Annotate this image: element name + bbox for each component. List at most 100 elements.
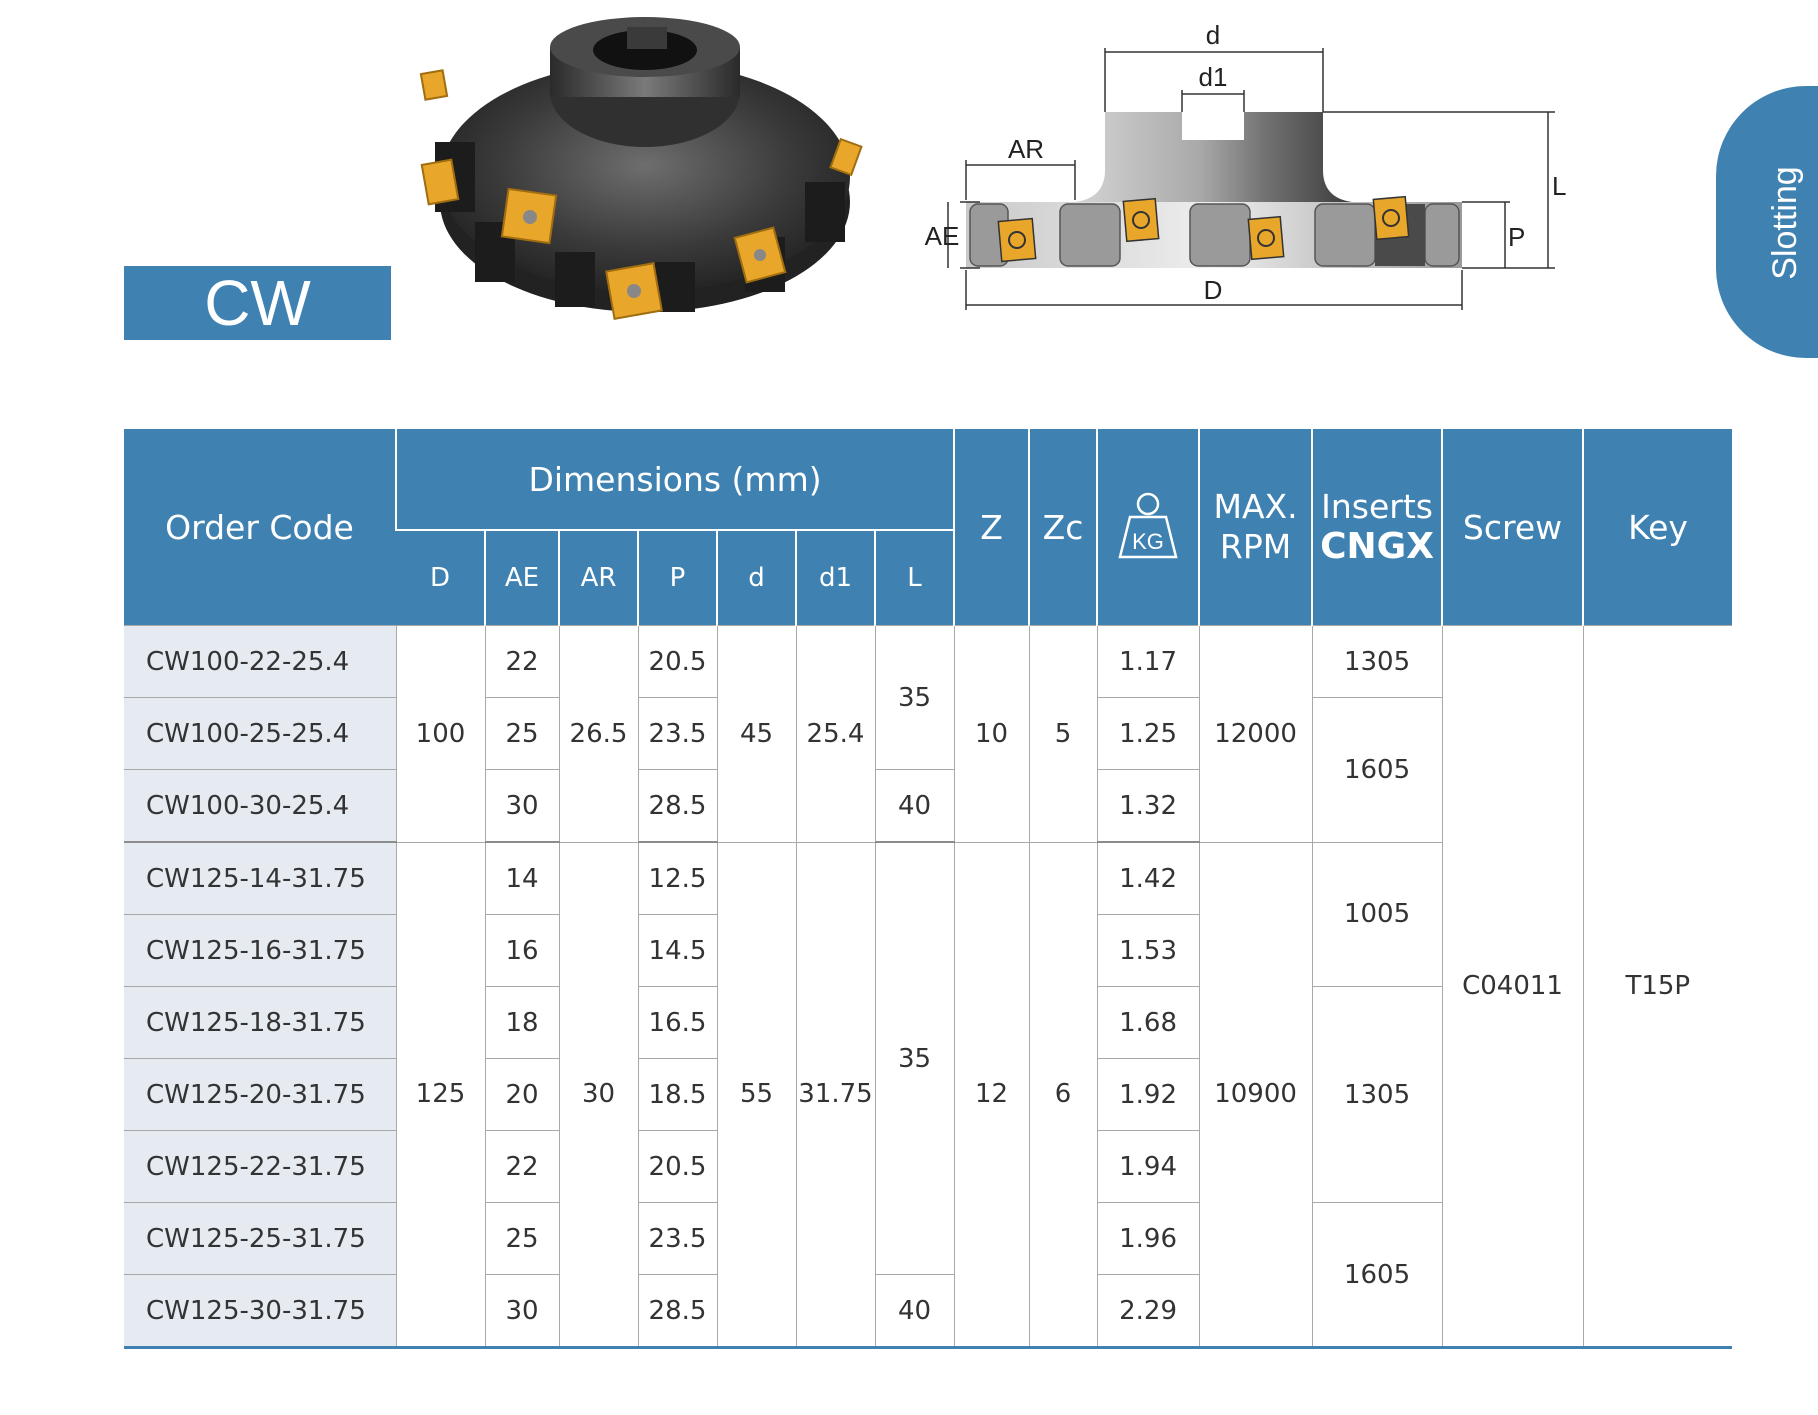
cell-AE: 25 bbox=[484, 697, 560, 770]
diagram-label-ar: AR bbox=[1008, 134, 1044, 164]
table-row: CW125-18-31.75 18 16.5 1.68 1305 bbox=[124, 986, 1732, 1203]
order-code: CW125-22-31.75 bbox=[124, 1130, 397, 1203]
cell-insert: 1605 bbox=[1311, 1202, 1443, 1348]
header-max-rpm: MAX. RPM bbox=[1198, 429, 1313, 626]
table-row: CW100-25-25.4 25 23.5 1.25 1605 bbox=[124, 697, 1732, 843]
order-code: CW125-16-31.75 bbox=[124, 914, 397, 987]
diagram-label-D: D bbox=[1204, 275, 1223, 305]
cell-kg: 1.92 bbox=[1096, 1058, 1200, 1131]
header-z: Z bbox=[953, 429, 1030, 626]
table-row: CW125-20-31.75 20 18.5 1.92 bbox=[124, 1058, 1732, 1131]
cell-kg: 1.53 bbox=[1096, 914, 1200, 987]
header-dim-P: P bbox=[637, 529, 717, 626]
cell-P: 20.5 bbox=[637, 1130, 718, 1203]
table-row: CW125-30-31.75 30 28.5 40 2.29 bbox=[124, 1274, 1732, 1348]
cell-L: 40 bbox=[874, 1274, 955, 1348]
cell-D: 100 bbox=[395, 625, 486, 843]
cell-rpm: 12000 bbox=[1198, 625, 1313, 843]
cell-P: 20.5 bbox=[637, 625, 718, 698]
diagram-label-d: d bbox=[1206, 20, 1220, 50]
cell-AE: 16 bbox=[484, 914, 560, 987]
product-title: CW bbox=[124, 266, 391, 340]
cell-AE: 20 bbox=[484, 1058, 560, 1131]
header-inserts: Inserts CNGX bbox=[1311, 429, 1443, 626]
cell-kg: 1.96 bbox=[1096, 1202, 1200, 1275]
header-max-rpm-line1: MAX. bbox=[1213, 487, 1298, 526]
order-code: CW100-25-25.4 bbox=[124, 697, 397, 770]
diagram-label-d1: d1 bbox=[1199, 62, 1228, 92]
cell-AR: 26.5 bbox=[558, 625, 639, 843]
header-order-code: Order Code bbox=[124, 429, 396, 626]
cell-Z: 10 bbox=[953, 625, 1030, 843]
header-screw: Screw bbox=[1441, 429, 1584, 626]
table-row: CW100-30-25.4 30 28.5 40 1.32 bbox=[124, 769, 1732, 843]
header-inserts-line2: CNGX bbox=[1320, 526, 1434, 567]
cell-L: 40 bbox=[874, 769, 955, 843]
cell-kg: 1.68 bbox=[1096, 986, 1200, 1059]
cell-key: T15P bbox=[1582, 625, 1733, 1348]
cell-kg: 1.32 bbox=[1096, 769, 1200, 843]
cell-P: 23.5 bbox=[637, 697, 718, 770]
order-code: CW125-20-31.75 bbox=[124, 1058, 397, 1131]
diagram-label-ae: AE bbox=[925, 221, 960, 251]
header-dimensions: Dimensions (mm) bbox=[394, 429, 955, 530]
cell-Z: 12 bbox=[953, 841, 1030, 1348]
side-tab-label: Slotting bbox=[1766, 166, 1804, 280]
cell-insert: 1305 bbox=[1311, 986, 1443, 1203]
diagram-label-p: P bbox=[1508, 222, 1525, 252]
table-row: CW100-22-25.4 100 22 26.5 20.5 45 25.4 3… bbox=[124, 625, 1733, 1348]
cell-P: 16.5 bbox=[637, 986, 718, 1059]
cell-insert: 1005 bbox=[1311, 841, 1443, 987]
cell-P: 14.5 bbox=[637, 914, 718, 987]
cell-P: 28.5 bbox=[637, 769, 718, 843]
cell-P: 18.5 bbox=[637, 1058, 718, 1131]
cell-Zc: 5 bbox=[1028, 625, 1098, 843]
cell-D: 125 bbox=[395, 841, 486, 1348]
cell-insert: 1305 bbox=[1311, 625, 1443, 698]
cell-d1: 25.4 bbox=[795, 625, 876, 843]
cell-AE: 22 bbox=[484, 1130, 560, 1203]
cell-AE: 14 bbox=[484, 841, 560, 915]
cell-P: 23.5 bbox=[637, 1202, 718, 1275]
table-row: CW125-22-31.75 22 20.5 1.94 bbox=[124, 1130, 1732, 1203]
header-zc: Zc bbox=[1028, 429, 1098, 626]
cell-P: 12.5 bbox=[637, 841, 718, 915]
header-dim-d: d bbox=[716, 529, 796, 626]
cell-d: 45 bbox=[716, 625, 797, 843]
cell-AE: 30 bbox=[484, 769, 560, 843]
header-dim-AE: AE bbox=[484, 529, 559, 626]
cell-kg: 1.42 bbox=[1096, 841, 1200, 915]
header-max-rpm-line2: RPM bbox=[1219, 527, 1292, 566]
cell-L: 35 bbox=[874, 625, 955, 770]
cell-d1: 31.75 bbox=[795, 841, 876, 1348]
order-code: CW125-30-31.75 bbox=[124, 1274, 397, 1348]
table-row: CW125-16-31.75 16 14.5 1.53 bbox=[124, 914, 1732, 987]
cell-kg: 1.17 bbox=[1096, 625, 1200, 698]
cell-kg: 2.29 bbox=[1096, 1274, 1200, 1348]
order-code: CW125-25-31.75 bbox=[124, 1202, 397, 1275]
cell-AE: 22 bbox=[484, 625, 560, 698]
product-photo bbox=[419, 17, 863, 320]
order-code: CW100-22-25.4 bbox=[124, 625, 397, 698]
header-inserts-line1: Inserts bbox=[1321, 487, 1433, 526]
cell-kg: 1.25 bbox=[1096, 697, 1200, 770]
cell-AE: 18 bbox=[484, 986, 560, 1059]
header-weight: KG bbox=[1096, 429, 1200, 626]
cell-rpm: 10900 bbox=[1198, 841, 1313, 1348]
header-dim-D: D bbox=[396, 529, 485, 626]
cell-Zc: 6 bbox=[1028, 841, 1098, 1348]
header-dim-AR: AR bbox=[558, 529, 638, 626]
diagram-label-l: L bbox=[1552, 171, 1566, 201]
order-code: CW125-18-31.75 bbox=[124, 986, 397, 1059]
dimension-diagram: d d1 AR AE L P D bbox=[925, 20, 1566, 310]
cell-AE: 25 bbox=[484, 1202, 560, 1275]
order-code: CW125-14-31.75 bbox=[124, 841, 397, 915]
cell-d: 55 bbox=[716, 841, 797, 1348]
side-tab bbox=[1716, 86, 1818, 358]
header-key: Key bbox=[1582, 429, 1733, 626]
cell-insert: 1605 bbox=[1311, 697, 1443, 843]
table-row: CW125-25-31.75 25 23.5 1.96 1605 bbox=[124, 1202, 1732, 1348]
header-dim-L: L bbox=[873, 529, 955, 626]
cell-screw: C04011 bbox=[1441, 625, 1584, 1348]
spec-table: Order Code Dimensions (mm) Z Zc KG MAX. … bbox=[124, 429, 1733, 1349]
